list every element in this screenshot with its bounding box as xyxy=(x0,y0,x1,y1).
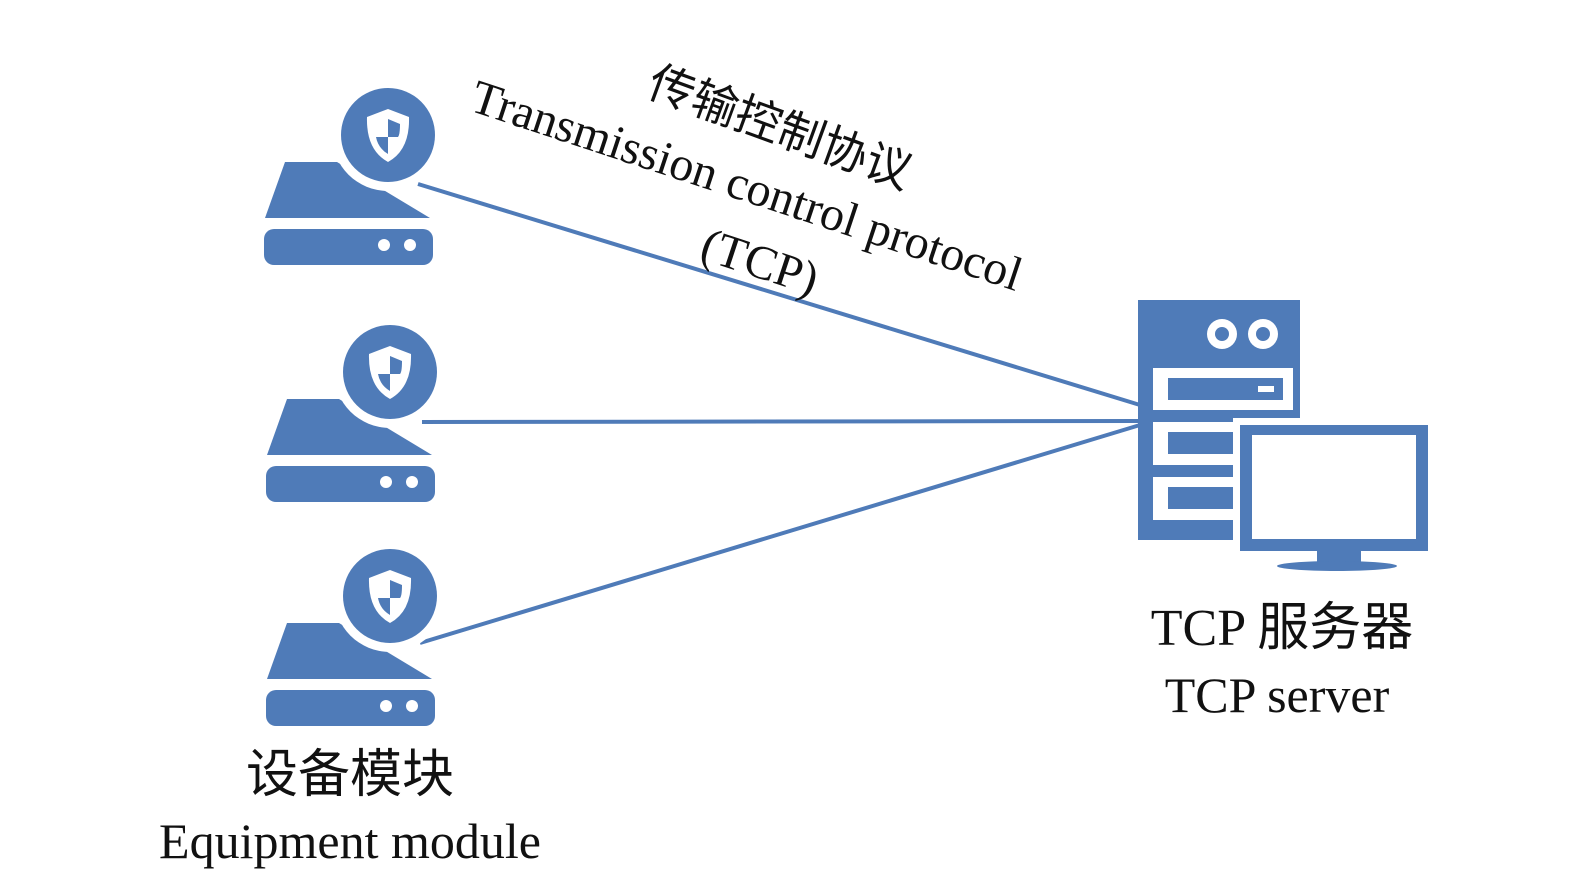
equipment-icon-2 xyxy=(266,316,446,502)
equipment-label-zh: 设备模块 xyxy=(246,747,454,804)
equipment-icon-1 xyxy=(264,79,444,265)
connection-line-3 xyxy=(419,423,1141,645)
connection-line-2 xyxy=(421,419,1141,424)
server-label-en: TCP server xyxy=(1165,667,1390,723)
server-icon xyxy=(1138,300,1300,540)
server-label-zh: TCP 服务器 xyxy=(1151,600,1413,657)
equipment-icon-3 xyxy=(266,540,446,726)
monitor-icon xyxy=(1233,418,1433,571)
equipment-label-en: Equipment module xyxy=(159,813,541,869)
connection-line-1 xyxy=(417,182,1141,407)
